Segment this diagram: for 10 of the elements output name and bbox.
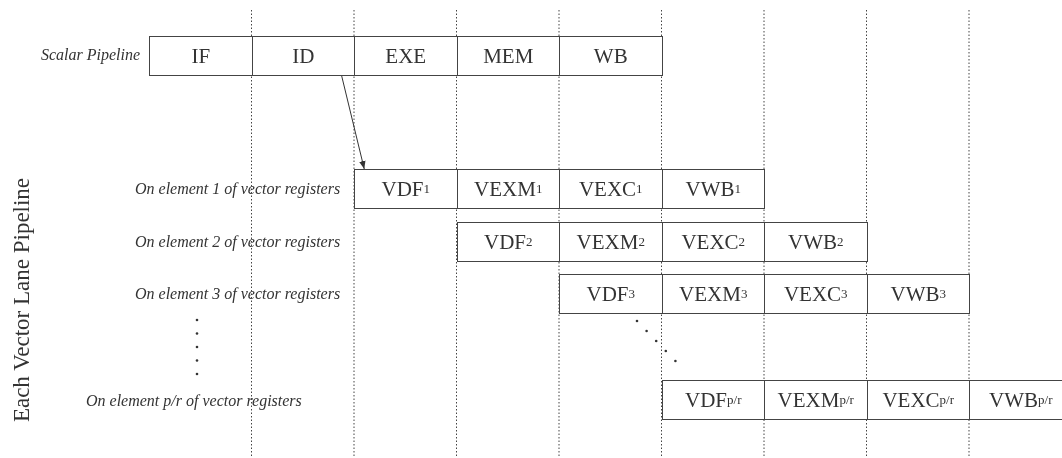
- stage-box: ID: [251, 36, 355, 76]
- arrow: [341, 75, 366, 170]
- stage-box: MEM: [456, 36, 560, 76]
- row-label: On element p/r of vector registers: [86, 392, 302, 410]
- axis-title: Each Vector Lane Pipeline: [9, 177, 35, 423]
- row-label: On element 3 of vector registers: [135, 285, 341, 303]
- stage-box: WB: [559, 36, 663, 76]
- stage-box: IF: [149, 36, 253, 76]
- row-label: On element 2 of vector registers: [135, 233, 341, 251]
- stage-box: EXE: [354, 36, 458, 76]
